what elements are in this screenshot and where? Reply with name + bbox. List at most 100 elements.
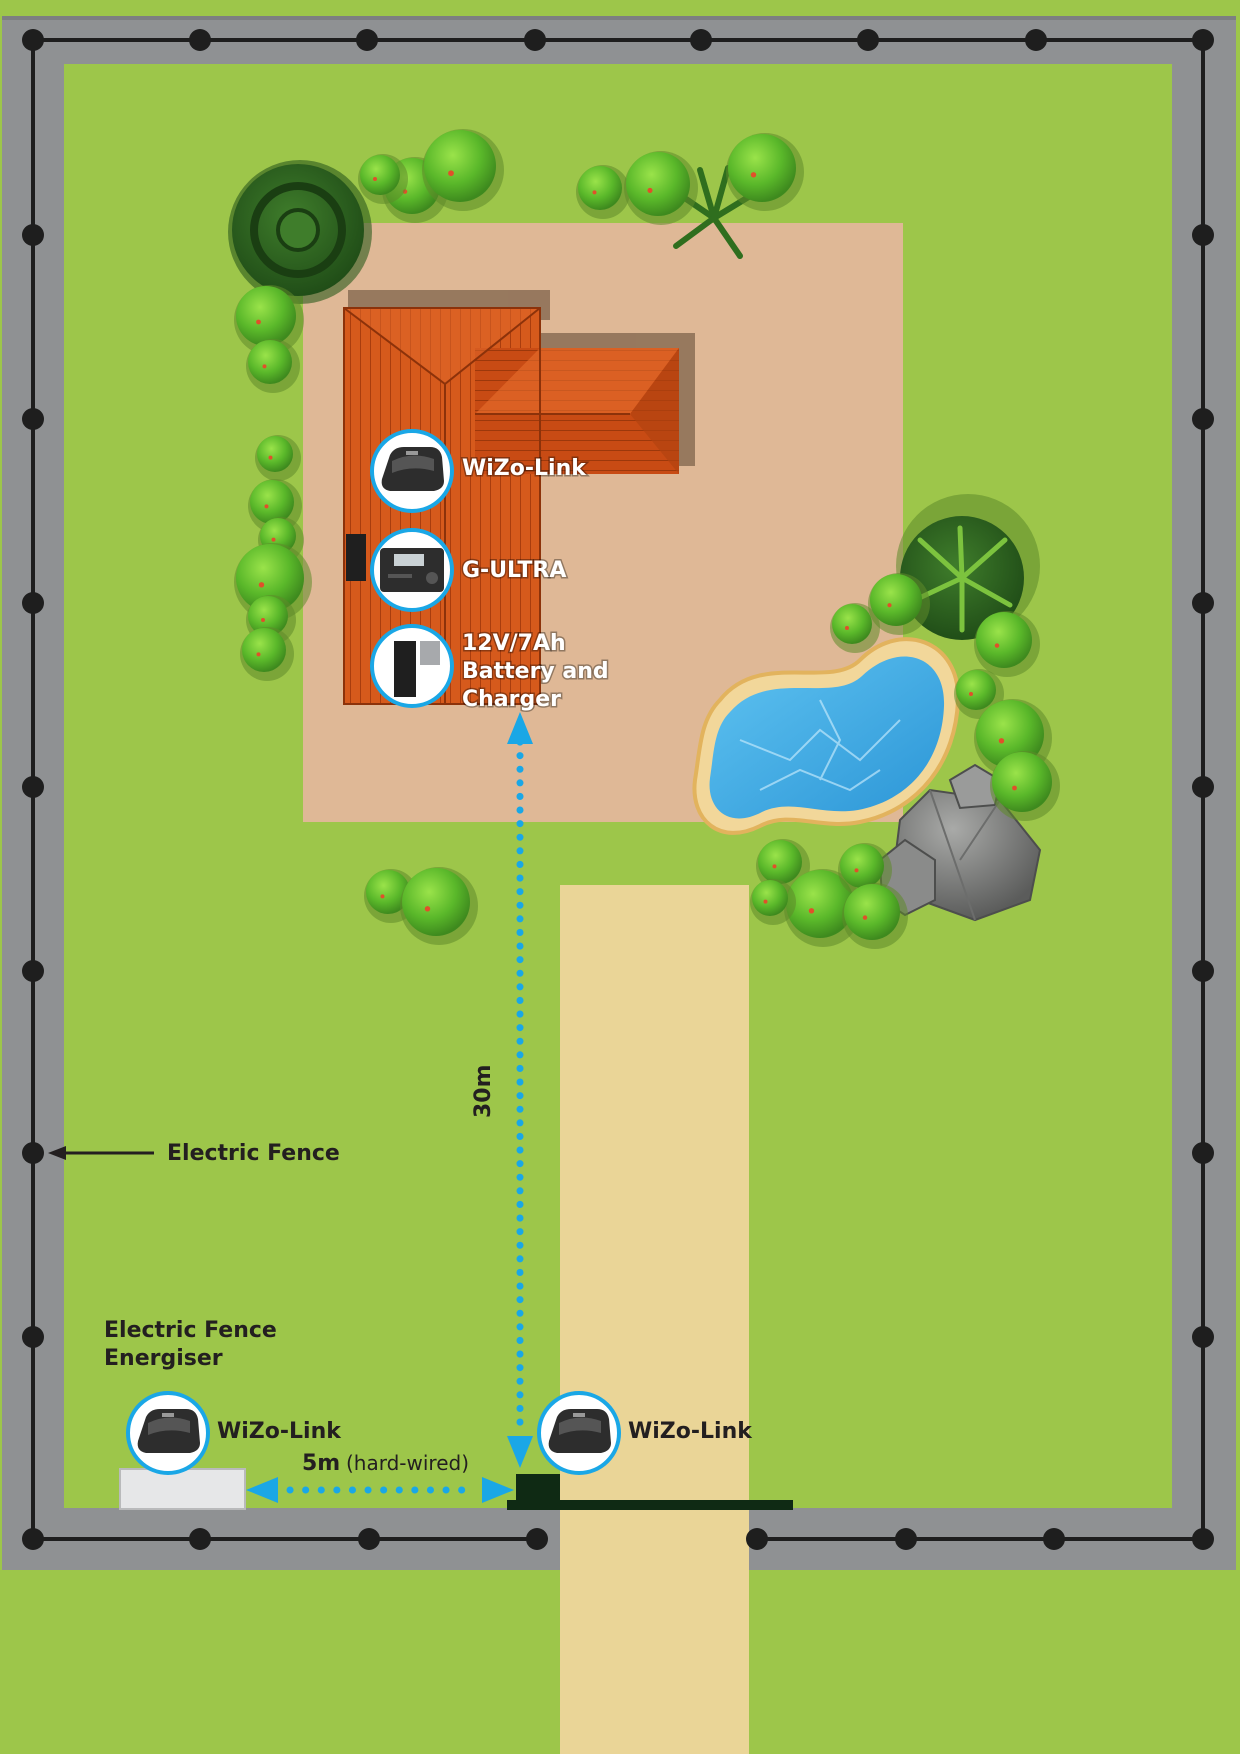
bush-berry	[845, 626, 849, 630]
bush-berry	[772, 864, 777, 869]
battery-label-line1: 12V/7Ah	[462, 631, 566, 656]
bush-berry	[268, 455, 273, 460]
house-wall-unit	[346, 534, 366, 581]
fence-post	[22, 29, 44, 51]
bush-icon	[248, 340, 292, 384]
bush-icon	[758, 840, 802, 884]
fence-post	[746, 1528, 768, 1550]
bush-icon	[402, 868, 470, 936]
fence-post	[1192, 592, 1214, 614]
house-g-ultra-label: G-ULTRA	[462, 558, 566, 583]
distance-5m-arrow	[246, 1477, 514, 1503]
fence-post	[22, 224, 44, 246]
bush-berry	[380, 894, 385, 899]
bush-icon	[236, 286, 296, 346]
bush-berry	[647, 187, 653, 193]
electric-fence-wire	[31, 38, 1205, 1541]
fence-post	[1192, 224, 1214, 246]
fence-post	[524, 29, 546, 51]
fence-post	[1192, 29, 1214, 51]
bush-icon	[360, 155, 400, 195]
electric-fence-label: Electric Fence	[167, 1141, 340, 1166]
fence-post	[857, 29, 879, 51]
bush-icon	[870, 574, 922, 626]
house-g-ultra-badge	[370, 528, 454, 612]
bush-icon	[257, 436, 293, 472]
fence-post	[895, 1528, 917, 1550]
bush-icon	[366, 870, 410, 914]
fence-post	[1192, 408, 1214, 430]
fence-post	[22, 592, 44, 614]
tree-icon	[896, 494, 1040, 640]
energiser-label-line1: Electric Fence	[104, 1318, 277, 1343]
bush-berry	[887, 603, 892, 608]
house-roof	[343, 307, 679, 705]
bush-berry	[763, 899, 768, 904]
bush-icon	[250, 480, 294, 524]
pool-icon	[692, 637, 961, 835]
bush-berry	[592, 190, 597, 195]
fence-post	[1192, 1326, 1214, 1348]
wizo-link-device-icon	[381, 447, 444, 491]
fence-post	[690, 29, 712, 51]
fence-post	[1025, 29, 1047, 51]
bush-icon	[578, 166, 622, 210]
bush-berry	[1012, 785, 1017, 791]
fence-post	[22, 960, 44, 982]
bush-icon	[786, 870, 854, 938]
bush-icon	[956, 670, 996, 710]
bush-icon	[832, 604, 872, 644]
gate-motor	[516, 1474, 560, 1500]
bush-icon	[242, 628, 286, 672]
perimeter-wall	[2, 16, 1236, 1570]
gate-wizo-link-badge	[537, 1391, 621, 1475]
battery-label-line2: Battery and	[462, 659, 609, 684]
bush-berry	[261, 618, 265, 622]
house-wizo-link-label: WiZo-Link	[462, 456, 587, 481]
fence-post	[1192, 776, 1214, 798]
gate-track	[507, 1500, 793, 1510]
tree-icon	[228, 160, 372, 304]
bush-icon	[248, 596, 288, 636]
bush-berry	[256, 319, 261, 325]
bush-berry	[862, 915, 868, 920]
distance-5m-label: 5m	[302, 1451, 340, 1476]
energiser-wizo-link-badge	[126, 1391, 210, 1475]
bush-berry	[808, 908, 815, 914]
fence-post	[22, 408, 44, 430]
fence-post	[1192, 960, 1214, 982]
bush-berry	[258, 582, 265, 588]
wizo-link-device-icon	[548, 1409, 611, 1453]
battery-charger-badge	[370, 624, 454, 708]
bush-berry	[854, 868, 859, 873]
bush-berry	[750, 172, 757, 178]
energiser-label-line2: Energiser	[104, 1346, 223, 1371]
fence-post	[22, 1142, 44, 1164]
bush-berry	[262, 364, 267, 369]
distance-30m-label: 30m	[471, 1064, 496, 1118]
electric-fence-pointer	[48, 1146, 154, 1160]
battery-label-line3: Charger	[462, 687, 561, 712]
bush-icon	[976, 612, 1032, 668]
bush-berry	[994, 643, 1000, 648]
bush-icon	[992, 752, 1052, 812]
fence-post	[1192, 1142, 1214, 1164]
energiser-box	[119, 1468, 246, 1510]
hard-wired-label: (hard-wired)	[346, 1451, 469, 1475]
distance-30m-arrow	[507, 712, 533, 1468]
bush-berry	[998, 738, 1005, 744]
fence-post	[1043, 1528, 1065, 1550]
bush-icon	[424, 130, 496, 202]
gate-wizo-link-label: WiZo-Link	[628, 1419, 753, 1444]
fence-post	[189, 1528, 211, 1550]
fence-post	[1192, 1528, 1214, 1550]
rock-icon	[878, 763, 1042, 922]
bush-icon	[728, 134, 796, 202]
bush-icon	[626, 152, 690, 216]
driveway	[560, 885, 749, 1754]
fence-post	[358, 1528, 380, 1550]
bush-berry	[373, 177, 377, 181]
fence-post	[22, 776, 44, 798]
landscaping	[228, 129, 1060, 949]
